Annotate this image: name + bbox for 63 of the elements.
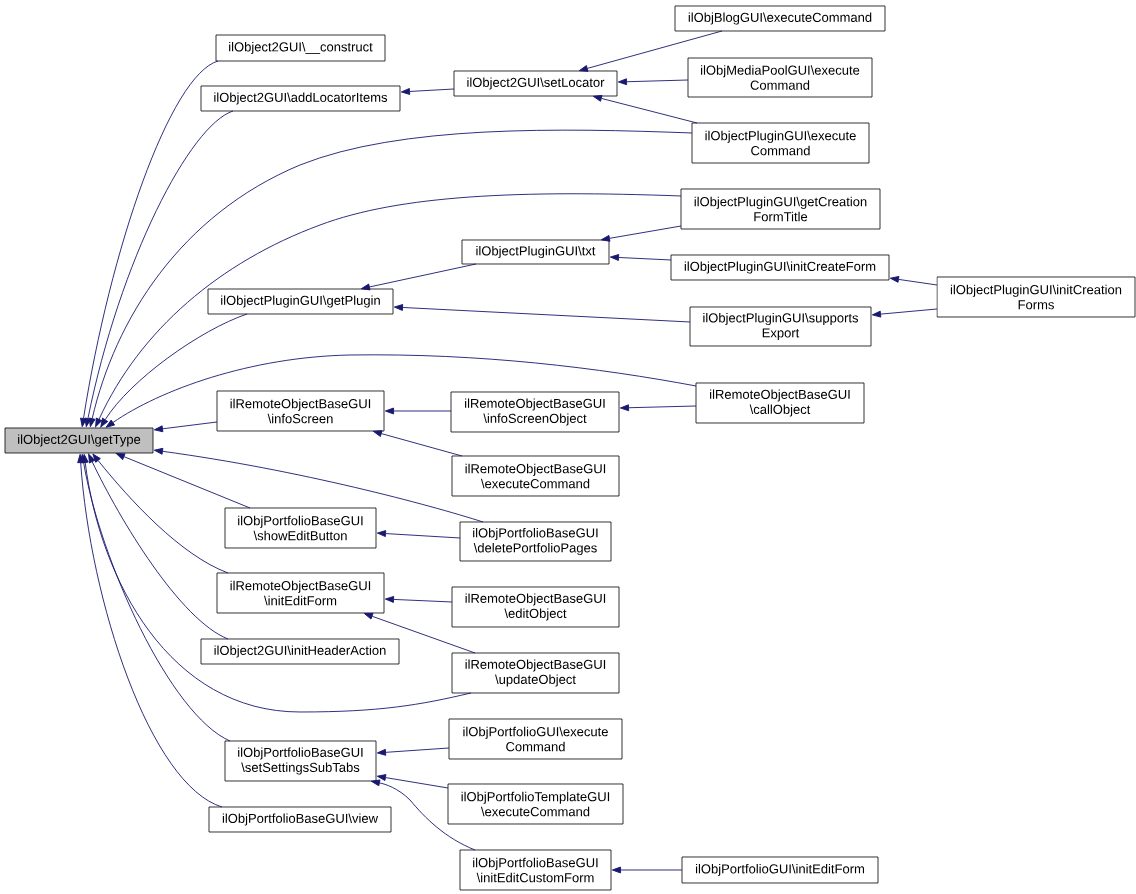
function-box: ilObjectPluginGUI\getCreation FormTitle	[680, 188, 881, 230]
arrow	[617, 78, 689, 86]
arrow	[400, 88, 455, 95]
arrow	[611, 866, 683, 874]
function-box: ilObject2GUI\getType	[4, 427, 154, 454]
arrow	[376, 530, 461, 539]
arrow	[84, 110, 234, 428]
function-box: ilObjectPluginGUI\execute Command	[691, 122, 870, 164]
function-box: ilObjectPluginGUI\initCreation Forms	[936, 276, 1136, 318]
function-box: ilRemoteObjectBaseGUI \initEditForm	[216, 572, 385, 614]
function-box: ilObjectPluginGUI\txt	[461, 239, 610, 265]
arrow	[393, 304, 691, 323]
function-box: ilObjectPluginGUI\supports Export	[689, 306, 872, 347]
function-box: ilObjPortfolioBaseGUI \deletePortfolioPages	[459, 521, 612, 562]
function-box: ilRemoteObjectBaseGUI \infoScreen	[216, 390, 385, 432]
arrow	[105, 354, 697, 428]
function-box: ilObjPortfolioBaseGUI \showEditButton	[224, 507, 377, 549]
arrow	[384, 407, 452, 415]
function-box: ilObject2GUI\initHeaderAction	[200, 638, 400, 665]
arrow	[376, 774, 449, 789]
function-box: ilObjPortfolioGUI\execute Command	[448, 718, 623, 760]
arrow	[376, 747, 450, 756]
arrow	[871, 308, 938, 318]
arrow	[360, 263, 477, 291]
arrow	[153, 447, 484, 523]
arrow	[384, 596, 453, 603]
function-box: ilObjectPluginGUI\getPlugin	[207, 288, 394, 315]
function-box: ilObjPortfolioTemplateGUI \executeCommand	[447, 783, 624, 825]
arrow	[80, 453, 231, 742]
arrow	[889, 276, 938, 286]
arrow	[88, 453, 229, 640]
arrow	[619, 404, 697, 412]
arrow	[81, 453, 472, 713]
arrow	[609, 254, 672, 261]
function-box: ilObjMediaPoolGUI\execute Command	[687, 57, 873, 98]
function-box: ilRemoteObjectBaseGUI \updateObject	[451, 652, 620, 694]
function-box: ilRemoteObjectBaseGUI \editObject	[451, 586, 620, 628]
arrow	[115, 453, 251, 509]
function-box: ilObjectPluginGUI\initCreateForm	[670, 254, 890, 281]
function-box: ilObjPortfolioBaseGUI \initEditCustomForm	[459, 849, 612, 891]
arrow	[100, 313, 248, 428]
function-box: ilRemoteObjectBaseGUI \executeCommand	[451, 455, 620, 497]
arrow	[363, 612, 476, 654]
arrow	[77, 453, 223, 808]
arrow	[95, 193, 682, 428]
function-box: ilObjBlogGUI\executeCommand	[674, 5, 886, 32]
function-box: ilRemoteObjectBaseGUI \callObject	[695, 382, 865, 424]
function-box: ilObject2GUI\addLocatorItems	[200, 85, 401, 112]
function-box: ilObject2GUI\__construct	[215, 34, 386, 62]
arrow	[80, 60, 219, 428]
arrow	[370, 779, 476, 851]
arrow	[92, 453, 229, 574]
arrow	[592, 95, 698, 124]
function-box: ilObjPortfolioBaseGUI \setSettingsSubTabs	[224, 740, 377, 782]
arrow	[578, 30, 723, 72]
function-box: ilRemoteObjectBaseGUI \infoScreenObject	[450, 391, 620, 433]
arrow	[153, 421, 218, 433]
arrow	[88, 129, 693, 428]
function-box: ilObject2GUI\setLocator	[453, 70, 618, 97]
arrow	[372, 430, 463, 457]
function-box: ilObjPortfolioBaseGUI\view	[208, 806, 392, 833]
function-box: ilObjPortfolioGUI\initEditForm	[681, 856, 879, 884]
arrow	[600, 225, 682, 242]
